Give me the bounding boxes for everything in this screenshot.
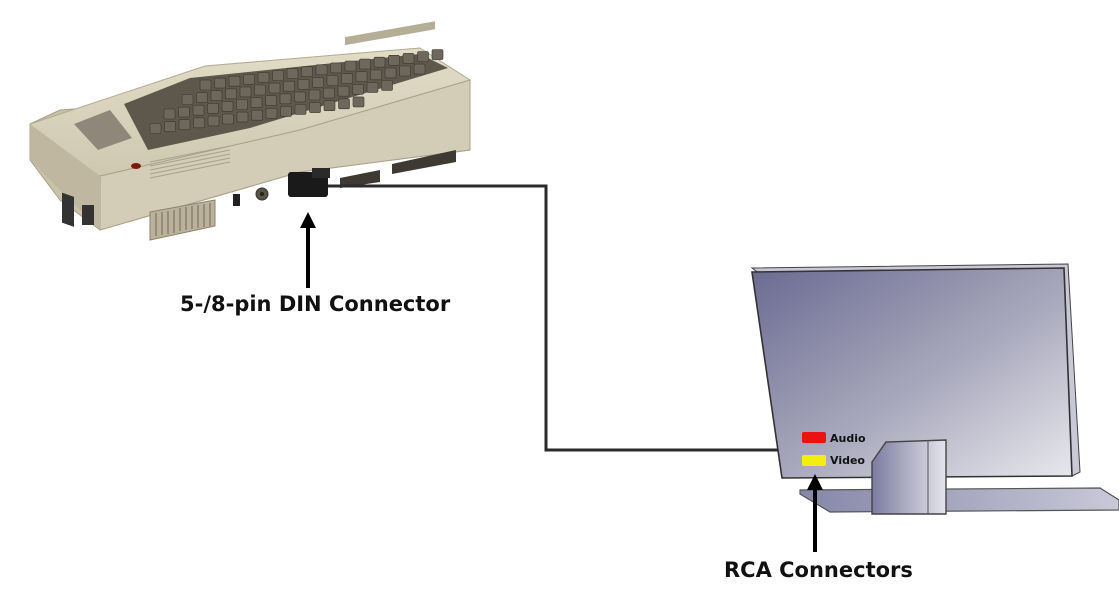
keyboard-key bbox=[323, 87, 335, 99]
keyboard-key bbox=[149, 123, 162, 134]
user-port bbox=[392, 150, 456, 174]
keyboard-key bbox=[254, 84, 266, 96]
keyboard-key bbox=[352, 84, 364, 95]
keyboard-key bbox=[178, 106, 190, 118]
keyboard-key bbox=[330, 62, 342, 74]
keyboard-key bbox=[243, 74, 255, 85]
keyboard-key bbox=[344, 60, 357, 72]
keyboard-key bbox=[265, 108, 278, 119]
keyboard-key bbox=[315, 64, 328, 76]
monitor-screen bbox=[751, 267, 1073, 479]
keyboard-key bbox=[323, 100, 336, 111]
vent-grille bbox=[149, 145, 231, 179]
keyboard-key bbox=[294, 104, 307, 115]
expansion-port bbox=[149, 199, 216, 241]
keyboard-key bbox=[207, 103, 219, 114]
arrow-up-icon bbox=[300, 212, 316, 228]
keyboard-key bbox=[207, 115, 220, 127]
av-cable bbox=[328, 184, 780, 452]
keyboard-key bbox=[265, 95, 277, 106]
keyboard-key bbox=[272, 70, 284, 81]
keyboard-key bbox=[250, 97, 263, 108]
keyboard-key bbox=[341, 73, 353, 84]
keyboard-key bbox=[337, 85, 350, 97]
keyboard-key bbox=[193, 117, 205, 129]
function-keys bbox=[74, 110, 132, 150]
keyboard-key bbox=[413, 63, 426, 75]
din-connector-label: 5-/8-pin DIN Connector bbox=[180, 292, 451, 316]
din-connector-plug bbox=[288, 172, 328, 197]
serial-port bbox=[340, 170, 380, 188]
keyboard-key bbox=[355, 71, 368, 82]
rca-connectors-label: RCA Connectors bbox=[724, 558, 913, 582]
keyboard-key bbox=[225, 88, 237, 100]
keyboard-key bbox=[326, 75, 339, 86]
keyboard-key bbox=[210, 90, 223, 101]
keyboard-key bbox=[228, 75, 241, 87]
monitor-stand bbox=[871, 439, 947, 515]
keyboard-key bbox=[181, 94, 194, 105]
keyboard-key bbox=[399, 65, 411, 77]
keyboard-key bbox=[431, 49, 444, 60]
keyboard-key bbox=[370, 69, 382, 81]
keyboard-key bbox=[286, 68, 299, 79]
keyboard-key bbox=[199, 79, 212, 91]
keyboard-key bbox=[279, 93, 292, 105]
keyboard-key bbox=[164, 121, 176, 132]
keyboard-key bbox=[236, 111, 249, 123]
side-port-icon bbox=[82, 205, 94, 225]
keyboard-key bbox=[251, 109, 263, 121]
keyboard-key bbox=[280, 106, 292, 117]
keyboard-key bbox=[214, 77, 226, 89]
computer-left-side bbox=[30, 124, 100, 230]
keyboard-key bbox=[309, 102, 321, 113]
keyboard-key bbox=[221, 101, 234, 112]
din-pointer-arrow bbox=[300, 212, 316, 288]
monitor-illustration bbox=[750, 263, 1119, 515]
keyboard-key bbox=[417, 51, 429, 62]
keyboard-key bbox=[283, 80, 295, 92]
keyboard-key bbox=[239, 86, 252, 98]
power-led-icon bbox=[131, 163, 141, 169]
keyboard-key bbox=[366, 82, 379, 93]
keyboard-key bbox=[196, 92, 208, 103]
monitor-base bbox=[799, 487, 1119, 513]
keyboard-key bbox=[312, 77, 324, 88]
keyboard-key bbox=[388, 54, 400, 66]
keyboard-key bbox=[297, 79, 310, 90]
arrow-up-icon bbox=[807, 474, 823, 490]
keyboard-keys bbox=[149, 49, 444, 134]
keyboard-key bbox=[192, 104, 205, 116]
keyboard-key bbox=[308, 89, 321, 101]
keyboard-key bbox=[381, 80, 393, 91]
keyboard-key bbox=[402, 53, 415, 64]
keyboard-key bbox=[359, 58, 371, 70]
rca-pointer-arrow bbox=[807, 474, 823, 552]
video-jack-label: Video bbox=[830, 454, 865, 467]
keyboard-key bbox=[257, 72, 270, 83]
keyboard-key bbox=[384, 67, 397, 79]
keyboard-key bbox=[222, 113, 234, 125]
keyboard-key bbox=[268, 82, 281, 94]
keyboard-key bbox=[373, 56, 386, 68]
audio-jack-label: Audio bbox=[830, 432, 866, 445]
keyboard-key bbox=[178, 119, 191, 130]
keyboard-key bbox=[294, 91, 306, 103]
video-jack-icon bbox=[802, 455, 826, 466]
keyboard-key bbox=[236, 99, 248, 110]
computer-illustration bbox=[29, 21, 472, 241]
side-port-icon bbox=[62, 192, 74, 227]
keyboard-key bbox=[163, 108, 176, 120]
channel-switch-icon bbox=[233, 194, 240, 206]
expansion-port-pins bbox=[155, 203, 211, 236]
din-connector-collar bbox=[312, 168, 330, 178]
badge-strip bbox=[345, 21, 435, 46]
keyboard-key bbox=[352, 96, 365, 108]
keyboard-key bbox=[301, 66, 313, 77]
keyboard-key bbox=[338, 98, 350, 110]
audio-jack-icon bbox=[802, 432, 826, 443]
